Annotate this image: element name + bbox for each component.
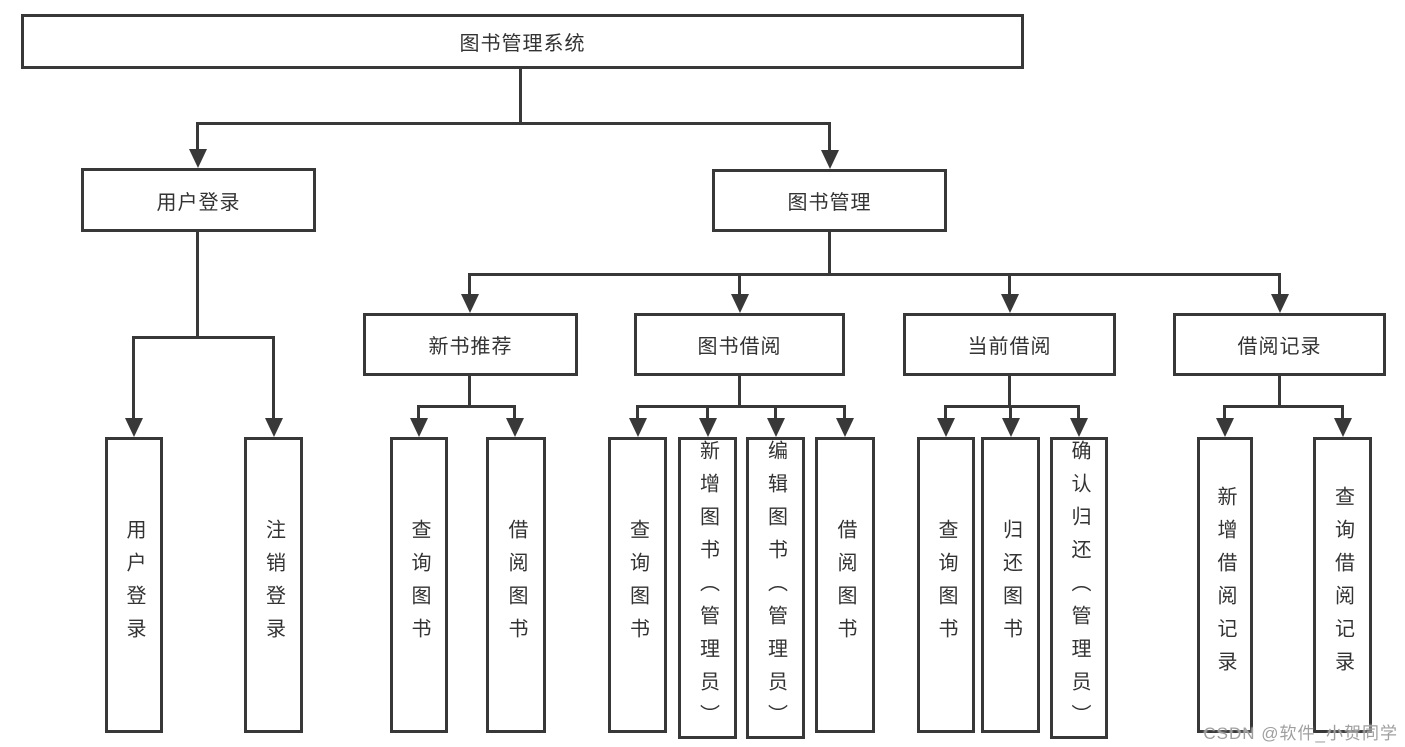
node-borrow-records: 借阅记录	[1173, 313, 1386, 376]
node-book-mgmt-label: 图书管理	[787, 192, 872, 214]
connector-arrow	[1270, 273, 1289, 313]
connector-line	[468, 273, 1281, 276]
watermark: CSDN @软件_小贺同学	[1203, 724, 1398, 743]
leaf-label: 借阅图书	[834, 519, 856, 651]
connector-arrow	[936, 405, 955, 437]
node-new-books: 新书推荐	[363, 313, 578, 376]
connector-arrow	[264, 336, 283, 437]
leaf-user-login: 用户登录	[105, 437, 163, 733]
leaf-current-return: 归还图书	[981, 437, 1040, 733]
connector-line	[468, 376, 471, 405]
leaf-records-add: 新增借阅记录	[1197, 437, 1253, 733]
leaf-label: 注销登录	[262, 519, 285, 651]
connector-line	[1223, 405, 1343, 408]
connector-arrow	[1001, 405, 1020, 437]
connector-arrow	[409, 405, 428, 437]
leaf-label: 借阅图书	[505, 519, 527, 651]
node-book-borrow: 图书借阅	[634, 313, 845, 376]
node-book-mgmt: 图书管理	[712, 169, 947, 232]
leaf-label: 用户登录	[123, 519, 145, 651]
connector-line	[738, 376, 741, 405]
leaf-current-query: 查询图书	[917, 437, 975, 733]
leaf-newbooks-query: 查询图书	[390, 437, 448, 733]
leaf-label: 查询借阅记录	[1331, 486, 1354, 684]
connector-line	[196, 122, 831, 125]
leaf-borrow-add: 新增图书（管理员）	[678, 437, 737, 739]
connector-arrow	[698, 405, 717, 437]
leaf-label: 新增图书（管理员）	[696, 439, 719, 737]
connector-line	[132, 336, 275, 339]
node-user-login-label: 用户登录	[156, 191, 241, 214]
leaf-records-query: 查询借阅记录	[1313, 437, 1372, 733]
leaf-borrow-borrow: 借阅图书	[815, 437, 875, 733]
leaf-label: 新增借阅记录	[1214, 486, 1236, 684]
node-current-borrow-label: 当前借阅	[967, 336, 1052, 358]
connector-line	[1278, 376, 1281, 405]
node-new-books-label: 新书推荐	[428, 336, 513, 358]
connector-line	[1008, 376, 1011, 405]
connector-line	[417, 405, 516, 408]
connector-line	[828, 232, 831, 273]
node-root: 图书管理系统	[21, 14, 1024, 69]
leaf-logout: 注销登录	[244, 437, 303, 733]
connector-arrow	[505, 405, 524, 437]
leaf-borrow-edit: 编辑图书（管理员）	[746, 437, 805, 739]
connector-line	[196, 232, 199, 336]
node-current-borrow: 当前借阅	[903, 313, 1116, 376]
connector-arrow	[188, 122, 207, 168]
connector-arrow	[1069, 405, 1088, 437]
connector-line	[636, 405, 846, 408]
leaf-label: 归还图书	[999, 519, 1022, 651]
leaf-label: 查询图书	[935, 519, 957, 651]
node-book-borrow-label: 图书借阅	[697, 336, 782, 358]
leaf-label: 编辑图书（管理员）	[764, 439, 787, 737]
leaf-borrow-query: 查询图书	[608, 437, 667, 733]
node-root-label: 图书管理系统	[459, 33, 586, 55]
connector-arrow	[124, 336, 143, 437]
leaf-newbooks-borrow: 借阅图书	[486, 437, 546, 733]
connector-line	[519, 69, 522, 122]
connector-arrow	[1215, 405, 1234, 437]
leaf-label: 查询图书	[408, 519, 430, 651]
leaf-label: 确认归还（管理员）	[1068, 439, 1090, 737]
node-user-login: 用户登录	[81, 168, 316, 232]
connector-arrow	[730, 273, 749, 313]
node-borrow-records-label: 借阅记录	[1237, 336, 1322, 358]
connector-arrow	[766, 405, 785, 437]
connector-line	[944, 405, 1080, 408]
connector-arrow	[1000, 273, 1019, 313]
connector-arrow	[1333, 405, 1352, 437]
connector-arrow	[820, 122, 839, 169]
connector-arrow	[460, 273, 479, 313]
connector-arrow	[628, 405, 647, 437]
leaf-current-confirm: 确认归还（管理员）	[1050, 437, 1108, 739]
leaf-label: 查询图书	[626, 519, 649, 651]
connector-arrow	[835, 405, 854, 437]
